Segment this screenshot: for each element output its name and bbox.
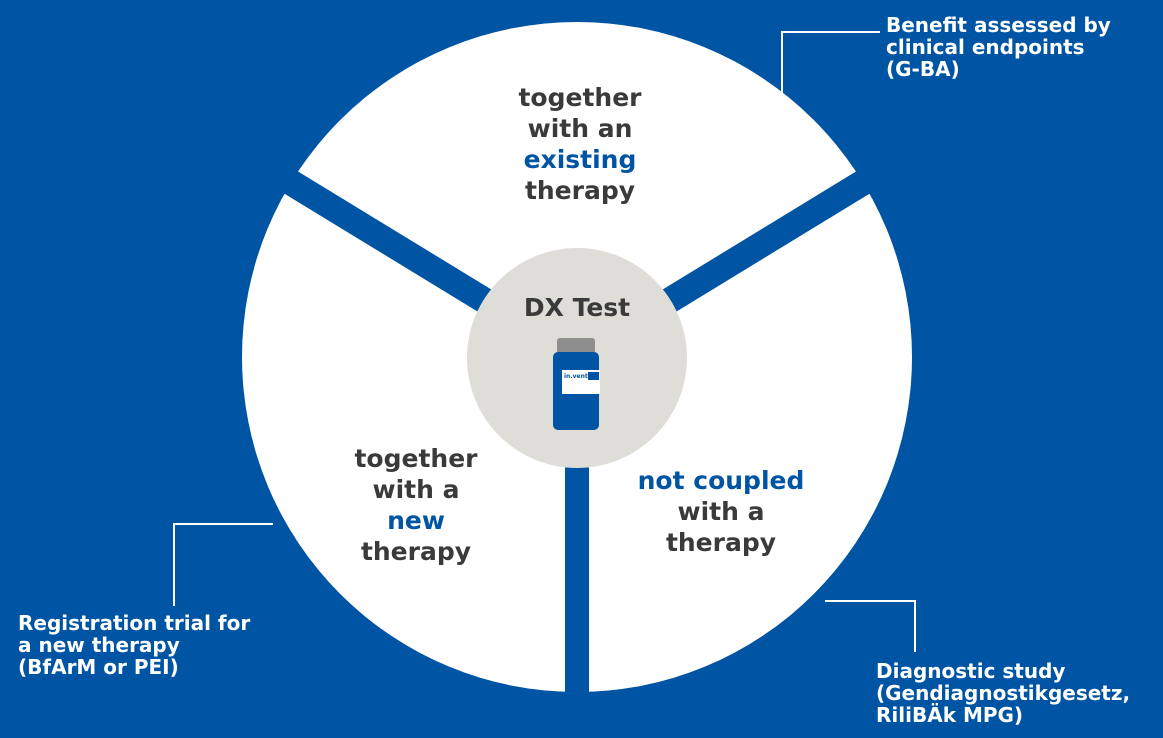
annotation-line: clinical endpoints	[886, 35, 1085, 59]
annotation-line: (Gendiagnostikgesetz,	[876, 681, 1131, 705]
segment-line: together	[354, 444, 478, 473]
annotation-line: a new therapy	[18, 633, 180, 657]
segment-new-therapy: together with a new therapy	[316, 443, 516, 567]
annotation-line: RiliBÄk MPG)	[876, 703, 1024, 727]
hub-title: DX Test	[523, 293, 631, 322]
segment-highlight: not coupled	[637, 466, 805, 495]
connector-bottom-right	[825, 600, 916, 652]
segment-line: together	[518, 83, 642, 112]
annotation-line: Registration trial for	[18, 611, 251, 635]
annotation-line: Diagnostic study	[876, 659, 1066, 683]
segment-line: with a	[677, 497, 765, 526]
vial-icon: in.vent	[553, 338, 600, 430]
connector-bottom-left	[173, 523, 273, 606]
annotation-diagnostic-study: Diagnostic study (Gendiagnostikgesetz, R…	[876, 660, 1130, 726]
vial-label: in.vent	[564, 373, 588, 380]
annotation-line: (BfArM or PEI)	[18, 655, 179, 679]
annotation-line: (G-BA)	[886, 57, 960, 81]
segment-highlight: new	[387, 506, 445, 535]
segment-line: therapy	[665, 528, 777, 557]
segment-highlight: existing	[523, 145, 637, 174]
annotation-registration-trial: Registration trial for a new therapy (Bf…	[18, 612, 250, 678]
segment-existing-therapy: together with an existing therapy	[480, 82, 680, 206]
segment-line: therapy	[524, 176, 636, 205]
segment-line: with a	[372, 475, 460, 504]
annotation-benefit-assessment: Benefit assessed by clinical endpoints (…	[886, 14, 1111, 80]
segment-line: therapy	[360, 537, 472, 566]
segment-not-coupled: not coupled with a therapy	[610, 465, 832, 558]
annotation-line: Benefit assessed by	[886, 13, 1111, 37]
segment-line: with an	[527, 114, 633, 143]
connector-top-right	[781, 31, 880, 108]
